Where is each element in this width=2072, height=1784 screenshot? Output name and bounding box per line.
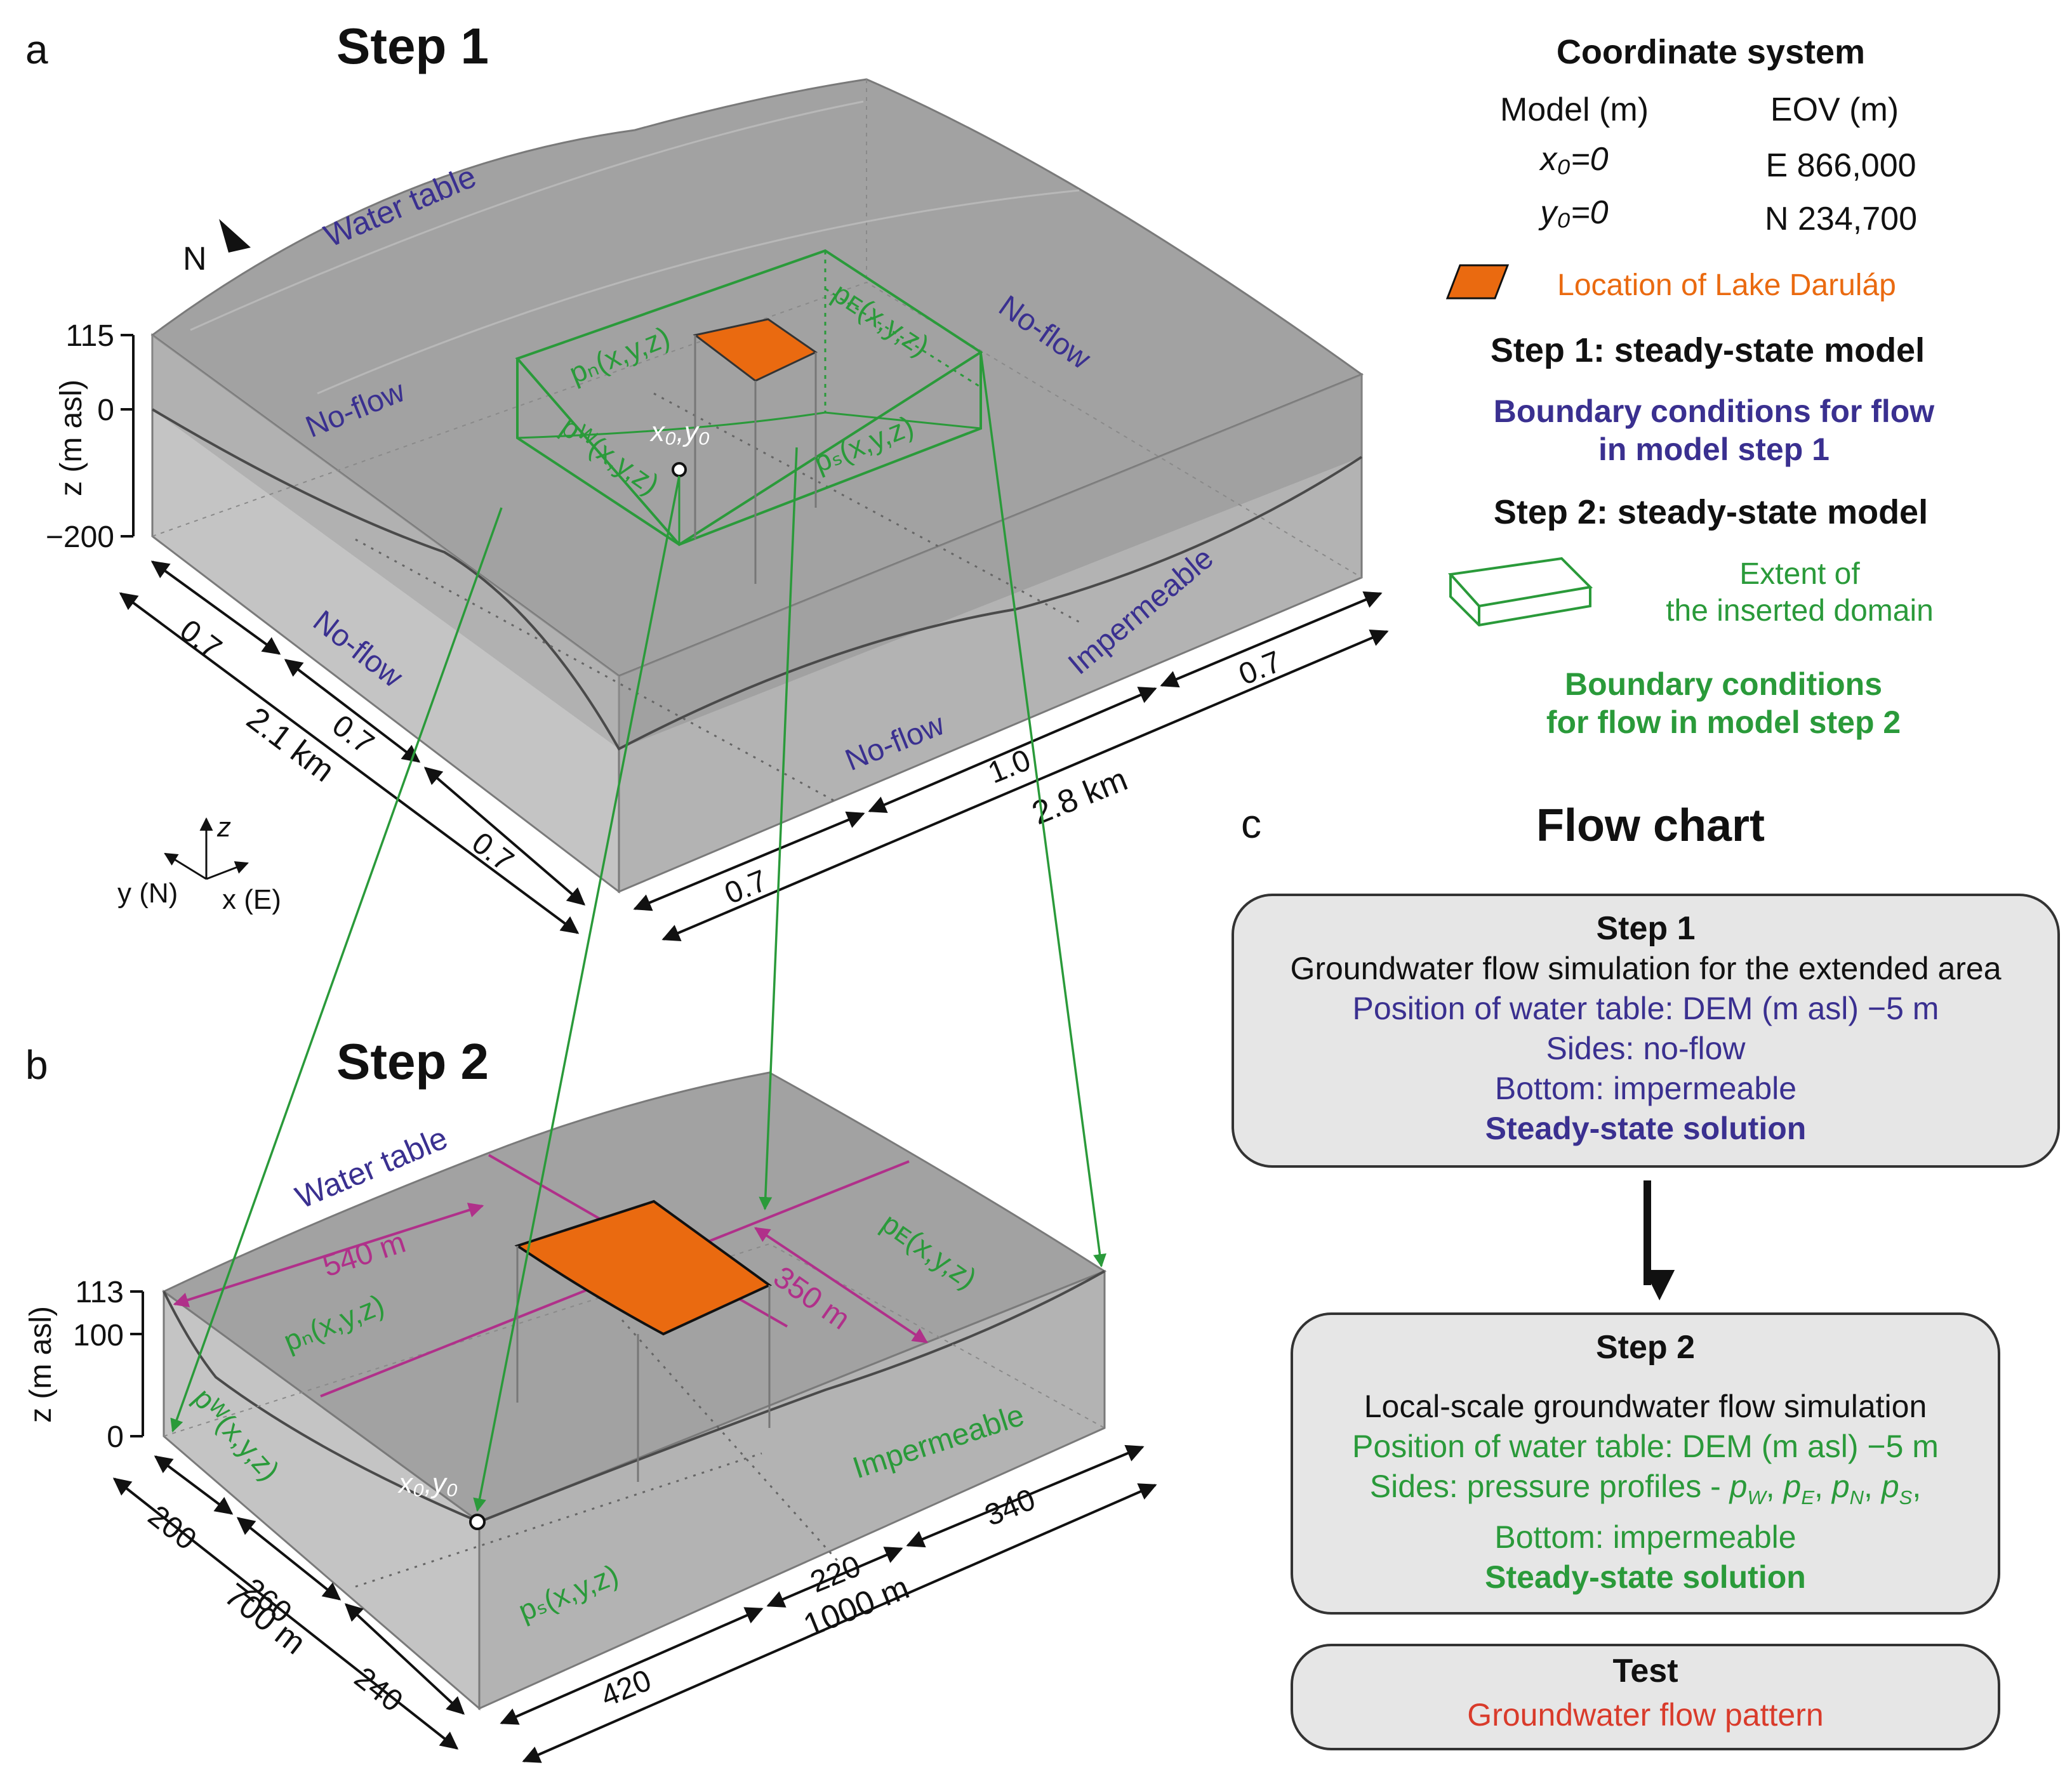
flow-test-title: Test [1612, 1653, 1678, 1689]
flow-step2-line3: Sides: pressure profiles - pW, pE, pN, p… [1369, 1469, 1922, 1509]
flow-step2-line3-prefix: Sides: pressure profiles - [1369, 1469, 1730, 1504]
flow-step1-line4: Bottom: impermeable [1494, 1071, 1797, 1106]
step2-origin-point [469, 1514, 486, 1530]
legend-step2-bc-2: for flow in model step 2 [1546, 704, 1901, 740]
legend-step1-bc-1: Boundary conditions for flow [1494, 393, 1935, 429]
step1-y-dim-total [119, 592, 580, 934]
step1-z-axis-label: z (m asl) [55, 380, 88, 496]
lake-swatch-icon [1445, 264, 1510, 300]
axis-y-label: y (N) [117, 878, 178, 909]
flow-step2-title: Step 2 [1595, 1329, 1696, 1366]
step1-y-dim-label-3: 0.7 [465, 826, 519, 878]
coord-col-model: Model (m) [1500, 91, 1649, 128]
step1-z-tick-0: 0 [97, 393, 114, 427]
p-s: pS [1881, 1469, 1913, 1509]
flow-step2-line4: Bottom: impermeable [1494, 1519, 1796, 1555]
flow-step1-line3: Sides: no-flow [1546, 1031, 1746, 1066]
legend-step1-bc-2: in model step 1 [1598, 432, 1830, 467]
step2-z-axis [130, 1290, 144, 1437]
step2-block [162, 1071, 1107, 1711]
coord-col-eov: EOV (m) [1770, 91, 1899, 128]
step2-z-axis-label: z (m asl) [24, 1306, 58, 1423]
coordinate-system-table: Coordinate system Model (m) EOV (m) x₀=0… [1500, 33, 1917, 237]
flow-chart-step2-box: Step 2 Local-scale groundwater flow simu… [1291, 1312, 2000, 1615]
axis-z-label: z [216, 812, 231, 843]
step2-title: Step 2 [336, 1033, 489, 1090]
step1-z-tick-200: −200 [46, 520, 114, 554]
axis-x-label: x (E) [222, 884, 281, 915]
coord-x0-eov: E 866,000 [1765, 147, 1916, 184]
coord-y0-eov: N 234,700 [1765, 201, 1917, 237]
step1-z-tick-115: 115 [65, 319, 114, 353]
step2-dim-540 [173, 1203, 484, 1307]
p-e: pE [1783, 1469, 1815, 1509]
flow-step2-line1: Local-scale groundwater flow simulation [1364, 1389, 1927, 1424]
flow-step1-line2: Position of water table: DEM (m asl) −5 … [1352, 991, 1939, 1026]
legend-extent-1: Extent of [1739, 557, 1860, 591]
step2-origin-label: x₀,y₀ [397, 1468, 458, 1499]
flow-step1-line5: Steady-state solution [1485, 1111, 1807, 1146]
step1-north-label: N [183, 241, 207, 277]
coord-x0: x₀=0 [1538, 141, 1608, 178]
p-n: pN [1831, 1469, 1864, 1509]
coord-title: Coordinate system [1557, 33, 1865, 71]
step2-x-dim-total [522, 1483, 1157, 1763]
green-connectors [170, 352, 1106, 1512]
legend-step2-bc-1: Boundary conditions [1565, 666, 1882, 702]
step2-x-dim-label-3: 340 [980, 1483, 1040, 1533]
axis-tripod [164, 817, 249, 880]
step1-x-dim-total [661, 629, 1389, 942]
flow-chart-step1-box: Step 1 Groundwater flow simulation for t… [1232, 894, 2060, 1168]
flow-step1-line1: Groundwater flow simulation for the exte… [1290, 951, 2002, 986]
legend-extent-2: the inserted domain [1666, 594, 1934, 628]
step2-y-dim-total [112, 1477, 459, 1750]
step1-y-dim-label-1: 0.7 [173, 613, 227, 665]
panel-letter-b: b [25, 1042, 48, 1088]
legend-lake: Location of Lake Daruláp [1557, 268, 1896, 302]
step2-z-tick-113: 113 [75, 1276, 124, 1309]
step1-title: Step 1 [336, 18, 489, 74]
flow-step2-line2: Position of water table: DEM (m asl) −5 … [1352, 1429, 1939, 1464]
panel-letter-a: a [25, 27, 48, 72]
legend-step1-model: Step 1: steady-state model [1491, 331, 1925, 369]
flow-test-line1: Groundwater flow pattern [1467, 1697, 1824, 1733]
step1-origin-point [672, 462, 687, 477]
p-w: pW [1729, 1469, 1766, 1509]
step1-z-axis [121, 334, 135, 538]
step2-lake [514, 1199, 772, 1336]
step2-dim-350 [754, 1227, 928, 1344]
coord-y0: y₀=0 [1538, 194, 1608, 231]
extent-box-icon [1448, 557, 1593, 627]
step2-z-tick-100: 100 [73, 1319, 124, 1352]
flow-step2-line5: Steady-state solution [1485, 1559, 1806, 1595]
legend-step2-model: Step 2: steady-state model [1494, 493, 1928, 531]
step1-water-table-line [151, 408, 1363, 751]
step1-origin-label: x₀,y₀ [649, 416, 710, 447]
legend: Location of Lake Daruláp Step 1: steady-… [1445, 264, 1935, 740]
flow-chart-title: Flow chart [1536, 800, 1765, 851]
north-arrow-icon [219, 219, 251, 253]
step2-z-tick-0: 0 [107, 1420, 124, 1454]
panel-letter-c: c [1241, 801, 1261, 847]
flow-step1-title: Step 1 [1596, 910, 1696, 947]
flow-chart-test-box: Test Groundwater flow pattern [1291, 1644, 2000, 1750]
step1-block [150, 78, 1364, 894]
